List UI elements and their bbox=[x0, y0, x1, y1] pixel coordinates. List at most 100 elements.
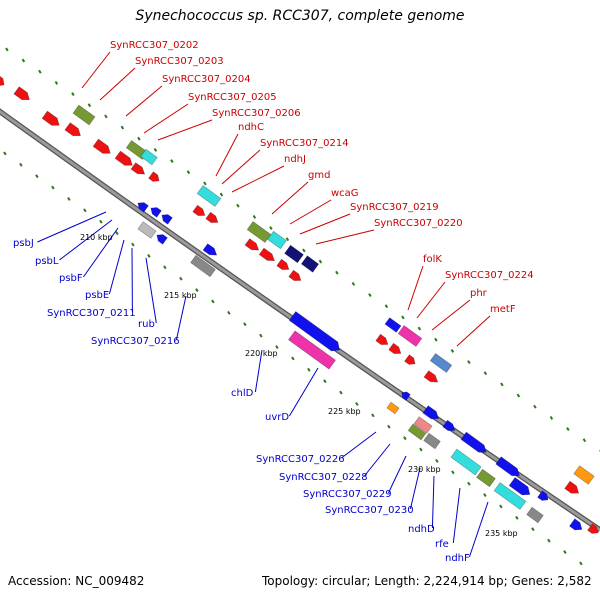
leader-line bbox=[289, 199, 332, 225]
gene-label: rfe bbox=[435, 539, 449, 550]
leader-line bbox=[254, 349, 263, 393]
inner-track-tick bbox=[499, 504, 503, 509]
gene-feature bbox=[258, 247, 275, 262]
leader-line bbox=[299, 213, 351, 235]
outer-track-tick bbox=[87, 103, 92, 108]
gene-feature bbox=[64, 122, 81, 137]
gene-label: SynRCC307_0229 bbox=[303, 489, 392, 500]
outer-track-tick bbox=[269, 226, 273, 231]
gene-feature bbox=[267, 230, 287, 250]
inner-track-tick bbox=[51, 185, 55, 190]
inner-track-tick bbox=[211, 299, 215, 304]
leader-line bbox=[468, 501, 489, 558]
scale-label: 220 kbp bbox=[245, 349, 278, 358]
gene-feature bbox=[288, 269, 302, 281]
outer-track-tick bbox=[483, 371, 488, 376]
inner-track-tick bbox=[195, 288, 199, 293]
gene-feature bbox=[148, 171, 160, 182]
leader-line bbox=[315, 229, 375, 245]
outer-track-tick bbox=[219, 192, 224, 197]
gene-feature bbox=[72, 104, 96, 126]
outer-track-tick bbox=[236, 203, 240, 208]
scale-label: 235 kbp bbox=[485, 529, 518, 538]
outer-track-tick bbox=[582, 438, 587, 443]
gene-feature bbox=[407, 423, 427, 441]
inner-track-tick bbox=[115, 231, 119, 236]
outer-track-tick bbox=[384, 304, 389, 309]
gene-feature bbox=[246, 221, 272, 243]
gene-feature bbox=[41, 110, 60, 126]
inner-track-tick bbox=[35, 174, 39, 179]
gene-label: psbE bbox=[85, 290, 109, 301]
gene-feature bbox=[587, 523, 599, 534]
outer-track-tick bbox=[120, 125, 125, 130]
gene-feature bbox=[422, 405, 439, 420]
outer-track-tick bbox=[203, 181, 207, 186]
gene-label: ndhD bbox=[408, 524, 435, 535]
outer-track-tick bbox=[170, 159, 174, 164]
accession-text: Accession: NC_009482 bbox=[8, 574, 145, 588]
inner-track-tick bbox=[515, 515, 519, 520]
gene-label: SynRCC307_0206 bbox=[212, 108, 301, 119]
gene-feature bbox=[413, 416, 433, 434]
gene-label: folK bbox=[423, 254, 442, 265]
gene-feature bbox=[161, 214, 173, 225]
leader-line bbox=[231, 165, 285, 193]
gene-label: SynRCC307_0224 bbox=[445, 270, 534, 281]
inner-track-tick bbox=[467, 481, 471, 486]
leader-line bbox=[341, 431, 377, 459]
leader-line bbox=[175, 295, 187, 341]
gene-label: SynRCC307_0230 bbox=[325, 505, 414, 516]
inner-track-tick bbox=[403, 436, 407, 441]
gene-feature bbox=[137, 202, 149, 213]
outer-track-tick bbox=[500, 382, 504, 387]
inner-track-tick bbox=[387, 424, 391, 429]
gene-feature bbox=[404, 354, 416, 365]
inner-track-tick bbox=[83, 208, 87, 213]
outer-track-tick bbox=[566, 427, 570, 432]
gene-feature bbox=[450, 448, 482, 476]
gene-feature bbox=[526, 506, 544, 524]
gene-label: chlD bbox=[231, 388, 254, 399]
gene-feature bbox=[423, 370, 439, 383]
gene-feature bbox=[244, 238, 260, 251]
gene-feature bbox=[156, 234, 168, 245]
gene-feature bbox=[284, 244, 304, 264]
outer-track-tick bbox=[318, 259, 323, 264]
gene-feature bbox=[476, 468, 496, 488]
inner-track-tick bbox=[547, 538, 551, 543]
gene-label: SynRCC307_0214 bbox=[260, 138, 349, 149]
gene-feature bbox=[401, 391, 411, 401]
gene-feature bbox=[288, 330, 336, 370]
gene-label: SynRCC307_0203 bbox=[135, 56, 224, 67]
gene-feature bbox=[384, 317, 402, 333]
inner-track-tick bbox=[147, 253, 151, 258]
outer-track-tick bbox=[5, 47, 9, 52]
gene-label: SynRCC307_0204 bbox=[162, 74, 251, 85]
outer-track-tick bbox=[368, 293, 372, 298]
gene-feature bbox=[388, 342, 402, 354]
inner-track-tick bbox=[3, 151, 7, 156]
leader-line bbox=[145, 257, 157, 324]
gene-feature bbox=[300, 255, 320, 273]
gene-label: SynRCC307_0228 bbox=[279, 472, 368, 483]
leader-line bbox=[221, 149, 261, 185]
gene-feature bbox=[205, 211, 219, 223]
gene-feature bbox=[130, 162, 146, 175]
inner-track-tick bbox=[563, 550, 567, 554]
gene-feature bbox=[493, 482, 527, 510]
inner-track-tick bbox=[307, 367, 311, 372]
leader-line bbox=[108, 239, 125, 295]
leader-line bbox=[387, 455, 407, 494]
inner-track-tick bbox=[451, 470, 455, 475]
inner-track-tick bbox=[355, 402, 359, 406]
gene-feature bbox=[573, 465, 595, 485]
gene-feature bbox=[196, 185, 222, 207]
leader-line bbox=[431, 475, 435, 529]
gene-label: gmd bbox=[308, 170, 330, 181]
scale-label: 215 kbp bbox=[164, 291, 197, 300]
inner-track-tick bbox=[435, 458, 439, 463]
gene-feature bbox=[397, 325, 423, 347]
scale-label: 210 kbp bbox=[80, 233, 113, 242]
